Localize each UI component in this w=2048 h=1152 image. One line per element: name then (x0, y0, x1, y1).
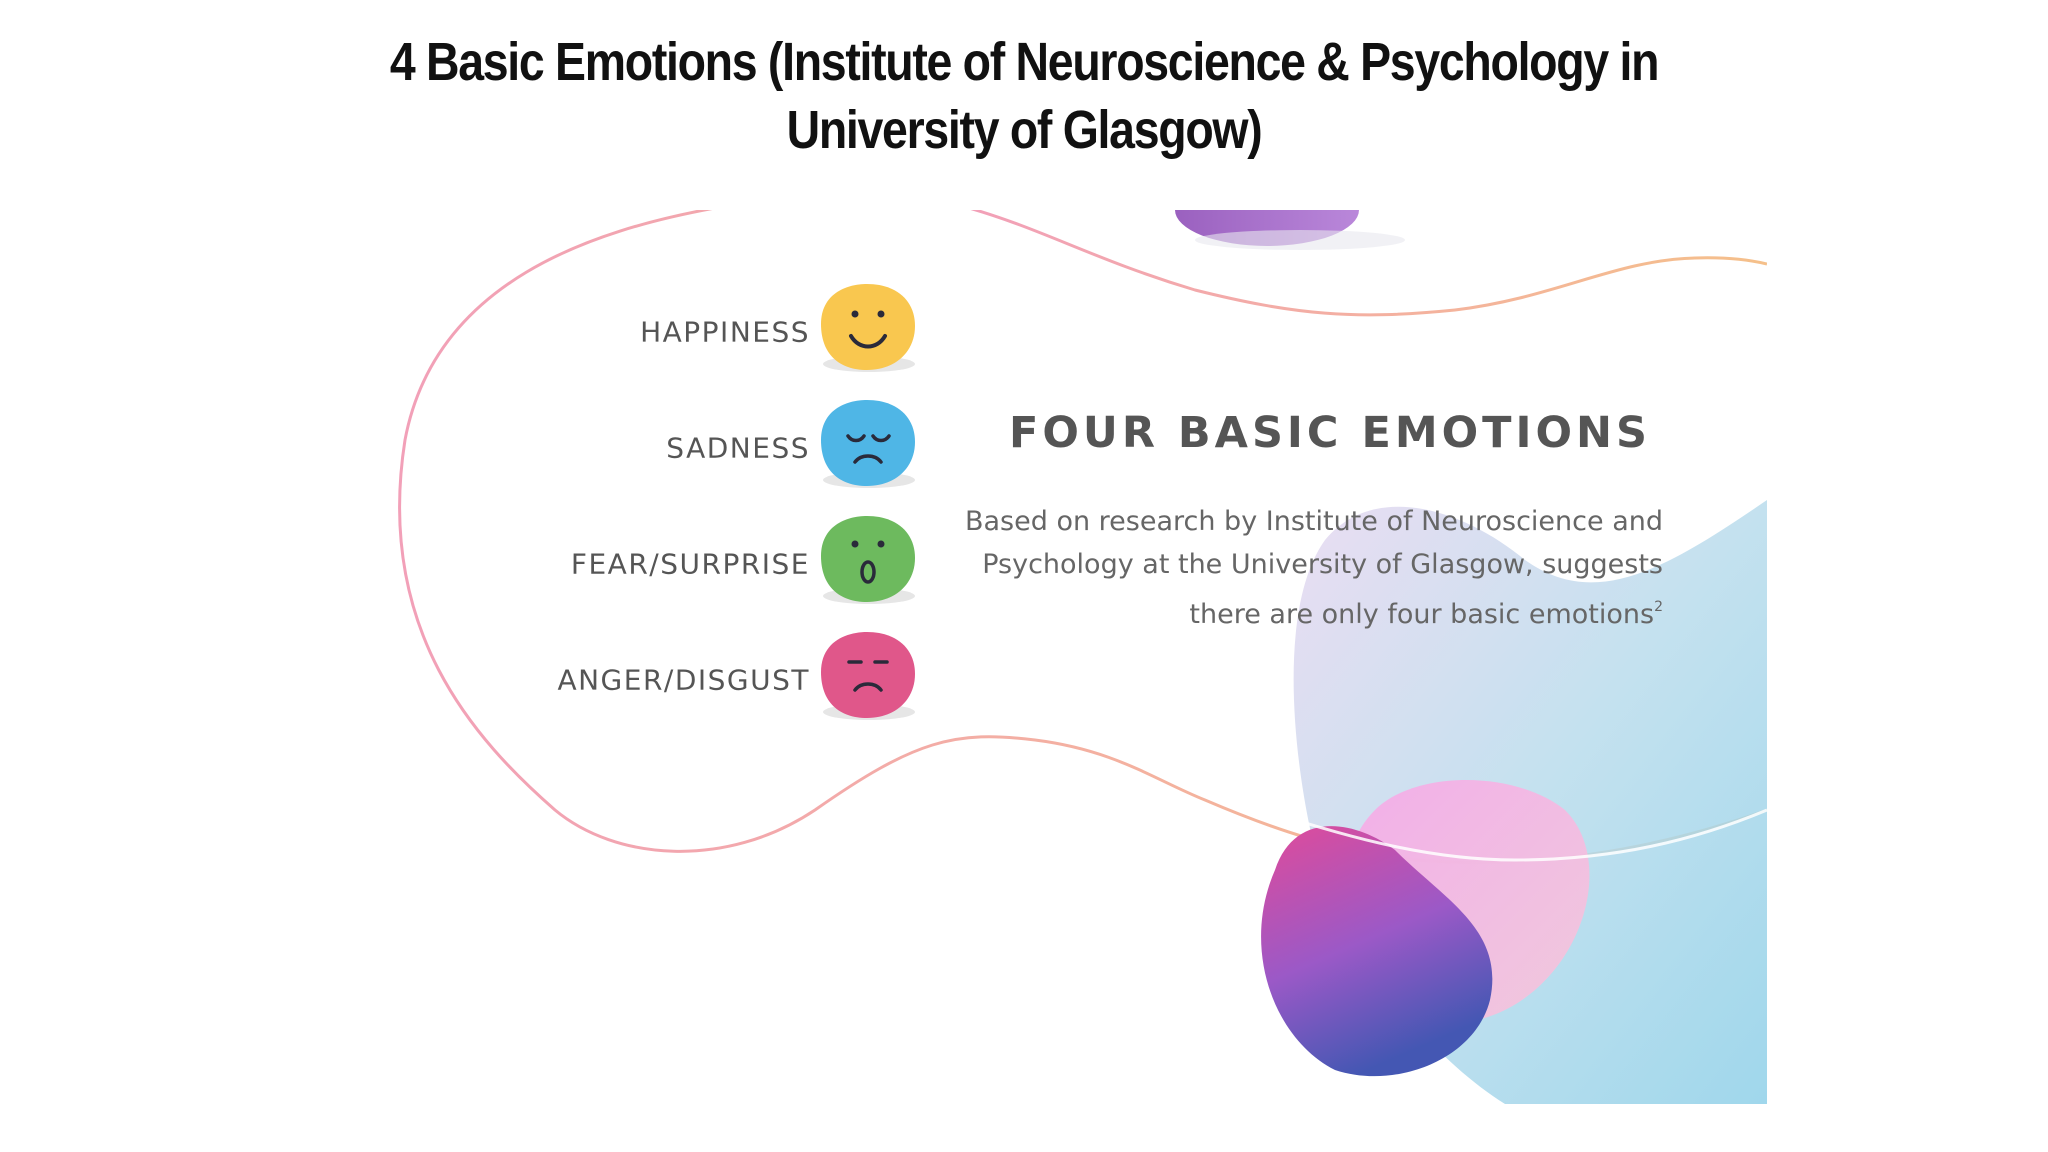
emotion-label: FEAR/SURPRISE (570, 547, 810, 581)
emotion-item-happiness: HAPPINESS (395, 282, 935, 382)
description-text: Based on research by Institute of Neuros… (964, 506, 1663, 630)
angry-face-icon (821, 632, 915, 720)
decorative-background (398, 210, 1767, 1104)
emotion-label: HAPPINESS (640, 315, 810, 349)
infographic-heading: FOUR BASIC EMOTIONS (1008, 408, 1652, 458)
slide-title: 4 Basic Emotions (Institute of Neuroscie… (389, 32, 1660, 160)
footnote-marker: 2 (1654, 599, 1663, 615)
emotion-label: ANGER/DISGUST (557, 663, 810, 697)
emotion-item-sadness: SADNESS (395, 398, 935, 498)
happy-face-icon (821, 284, 915, 372)
emotion-item-fear-surprise: FEAR/SURPRISE (395, 514, 935, 614)
emotion-label: SADNESS (666, 431, 810, 465)
surprised-face-icon (821, 516, 915, 604)
emotions-infographic: HAPPINESS SADNESS FEAR/SURPRISE (395, 210, 1767, 1104)
emotion-item-anger-disgust: ANGER/DISGUST (395, 630, 935, 730)
infographic-description: Based on research by Institute of Neuros… (945, 500, 1663, 636)
sad-face-icon (821, 400, 915, 488)
